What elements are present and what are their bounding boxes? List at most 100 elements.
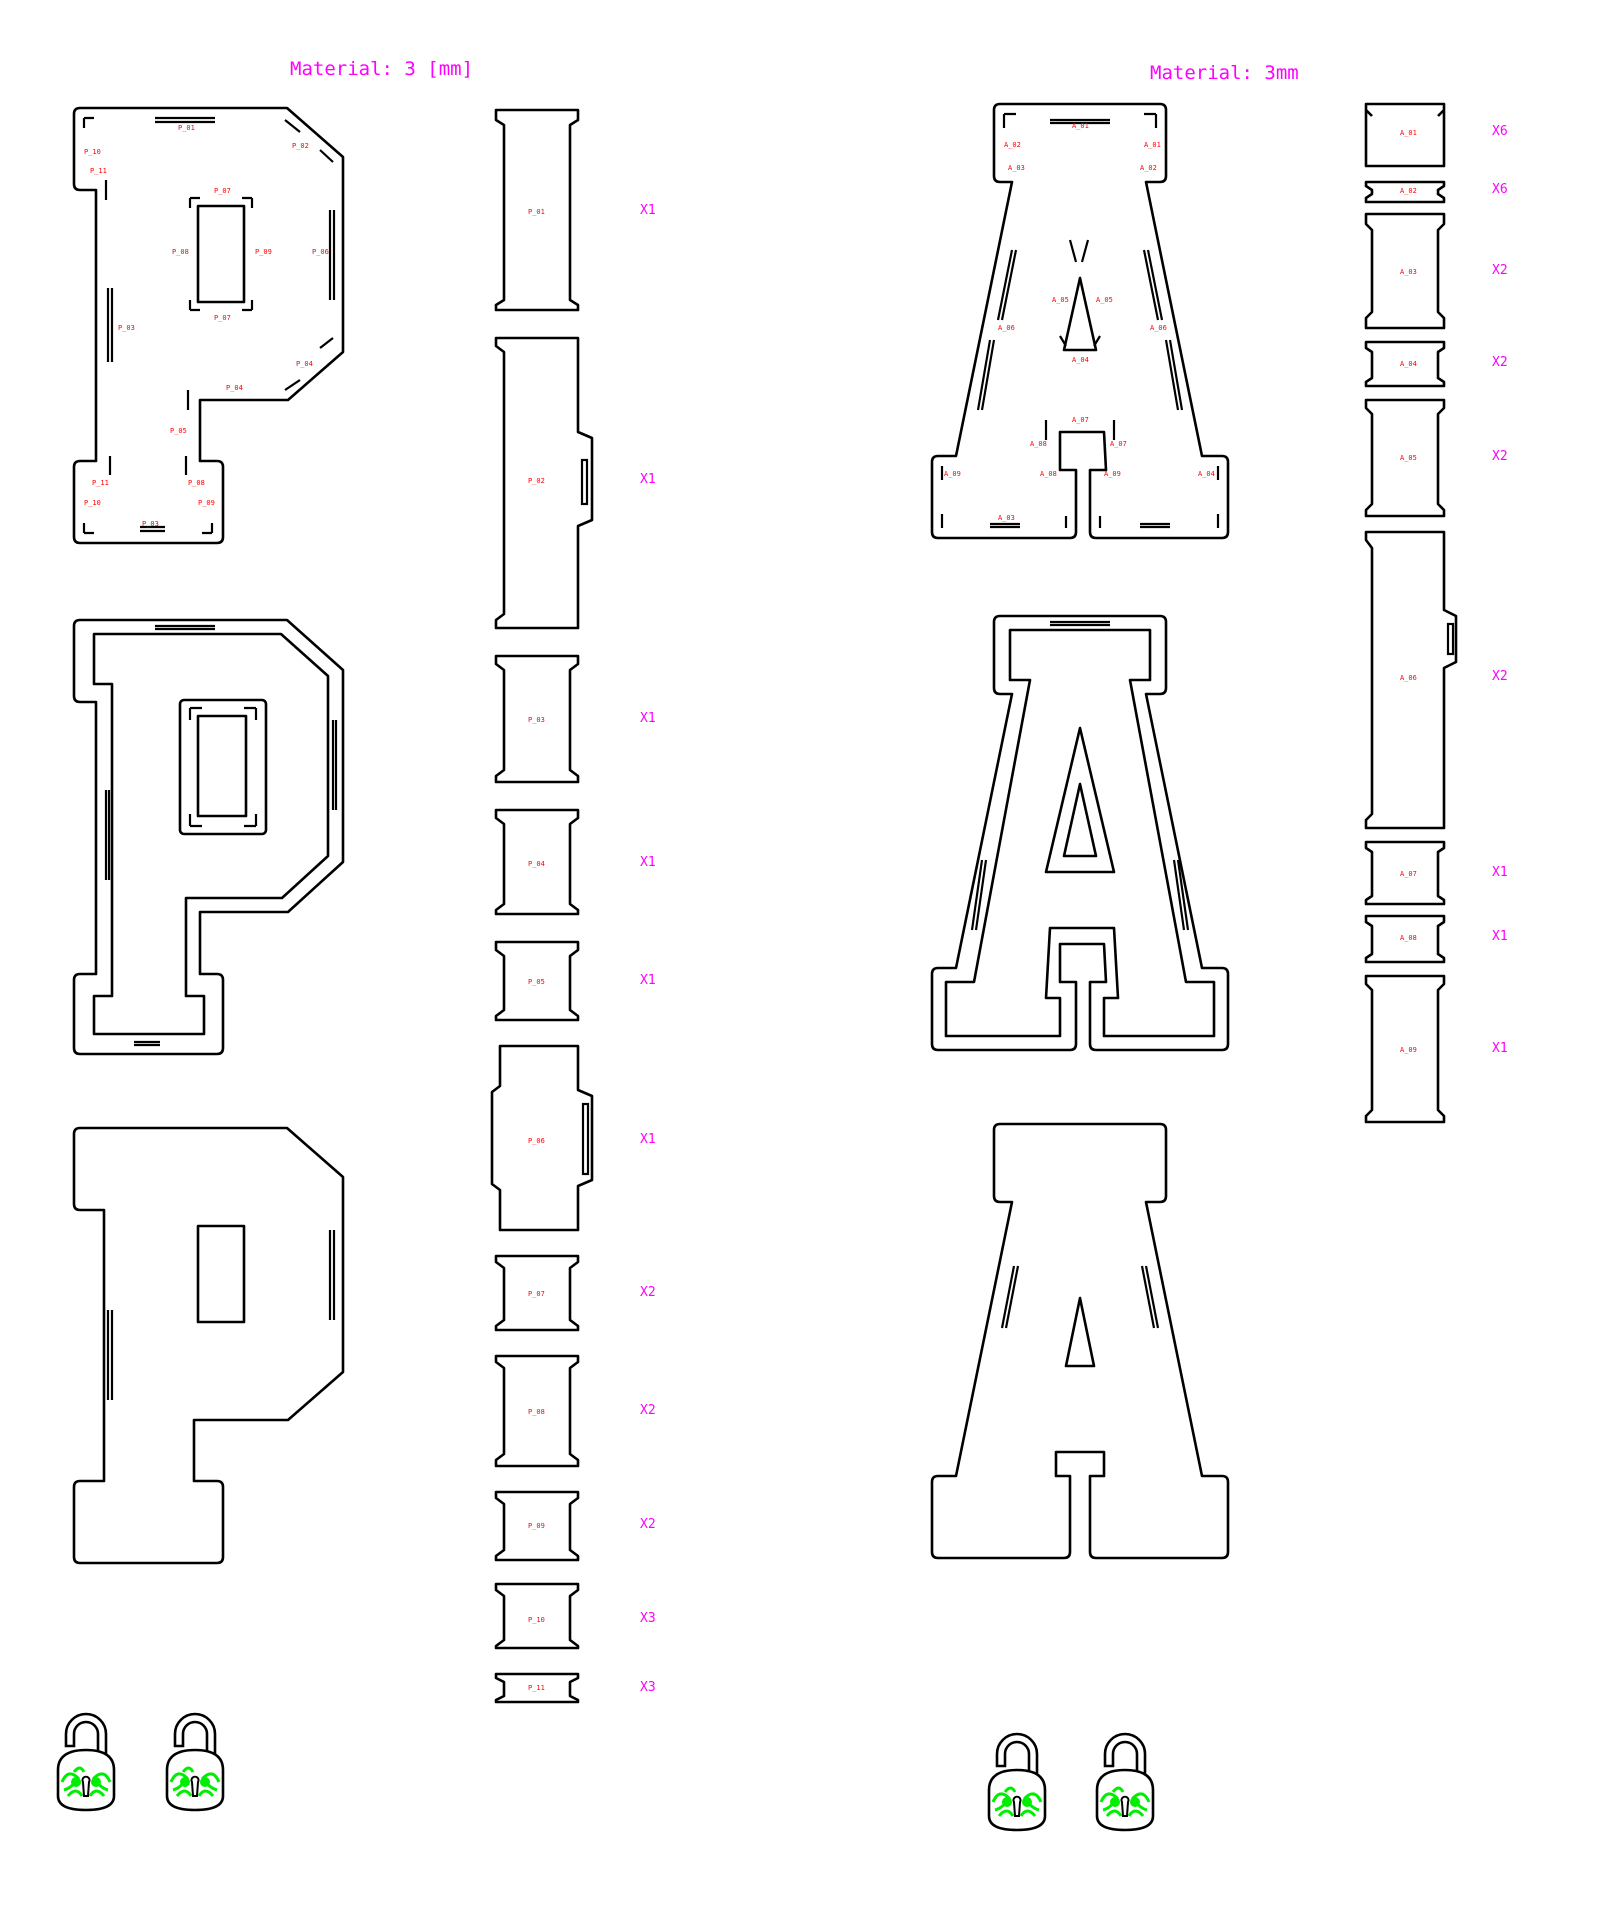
svg-text:P_11: P_11	[528, 1684, 545, 1692]
strip-p-03: P_03 X1	[494, 654, 656, 784]
svg-text:A_01: A_01	[1144, 141, 1161, 149]
strip-p-04: P_04 X1	[494, 808, 656, 916]
material-header-right: Material: 3mm	[1150, 62, 1299, 84]
strip-a-03: A_03 X2	[1364, 212, 1508, 330]
svg-text:A_07: A_07	[1072, 416, 1089, 424]
svg-text:P_11: P_11	[90, 167, 107, 175]
svg-text:A_09: A_09	[1104, 470, 1121, 478]
svg-text:P_01: P_01	[178, 124, 195, 132]
svg-text:P_02: P_02	[292, 142, 309, 150]
strip-p-02: P_02 X1	[494, 336, 656, 630]
svg-text:A_07: A_07	[1400, 870, 1417, 878]
svg-text:P_06: P_06	[312, 248, 329, 256]
qty-p-05: X1	[640, 973, 656, 988]
svg-text:A_08: A_08	[1040, 470, 1057, 478]
svg-text:A_08: A_08	[1030, 440, 1047, 448]
svg-text:A_06: A_06	[998, 324, 1015, 332]
svg-text:A_05: A_05	[1400, 454, 1417, 462]
svg-text:A_01: A_01	[1400, 129, 1417, 137]
svg-text:P_03: P_03	[528, 716, 545, 724]
qty-a-04: X2	[1492, 355, 1508, 370]
strip-p-06: P_06 X1	[490, 1044, 656, 1232]
svg-text:A_04: A_04	[1072, 356, 1089, 364]
svg-text:A_02: A_02	[1400, 187, 1417, 195]
qty-a-01: X6	[1492, 124, 1508, 139]
svg-text:P_04: P_04	[296, 360, 313, 368]
strip-p-11: P_11 X3	[494, 1672, 656, 1704]
svg-text:A_07: A_07	[1110, 440, 1127, 448]
svg-text:A_05: A_05	[1096, 296, 1113, 304]
letter-p-front-panel	[72, 106, 345, 545]
qty-a-08: X1	[1492, 929, 1508, 944]
material-header-left: Material: 3 [mm]	[290, 58, 473, 80]
p-strips-column: P_01 X1 P_02 X1 P_03 X1 P_04 X1 P_05 X1	[490, 108, 656, 1704]
qty-a-02: X6	[1492, 182, 1508, 197]
qty-p-07: X2	[640, 1285, 656, 1300]
svg-text:P_09: P_09	[198, 499, 215, 507]
svg-text:A_03: A_03	[1008, 164, 1025, 172]
letter-p-front-labels: P_01 P_10 P_11 P_07 P_02 P_08 P_09 P_06 …	[84, 124, 329, 528]
strip-a-07: A_07 X1	[1364, 840, 1508, 906]
strip-a-05: A_05 X2	[1364, 398, 1508, 518]
strip-p-05: P_05 X1	[494, 940, 656, 1022]
svg-text:A_02: A_02	[1004, 141, 1021, 149]
strip-a-02: A_02 X6	[1364, 180, 1508, 204]
strip-p-01: P_01 X1	[494, 108, 656, 312]
strip-a-08: A_08 X1	[1364, 914, 1508, 964]
qty-p-11: X3	[640, 1680, 656, 1695]
svg-text:P_10: P_10	[528, 1616, 545, 1624]
svg-text:A_08: A_08	[1400, 934, 1417, 942]
svg-text:A_06: A_06	[1150, 324, 1167, 332]
svg-text:P_07: P_07	[528, 1290, 545, 1298]
qty-a-06: X2	[1492, 669, 1508, 684]
qty-p-04: X1	[640, 855, 656, 870]
svg-text:P_06: P_06	[528, 1137, 545, 1145]
svg-text:P_04: P_04	[528, 860, 545, 868]
qty-a-09: X1	[1492, 1041, 1508, 1056]
svg-text:P_08: P_08	[528, 1408, 545, 1416]
padlock-left-1	[56, 1712, 116, 1812]
letter-a-middle-frame	[930, 614, 1230, 1052]
qty-a-05: X2	[1492, 449, 1508, 464]
letter-a-front-labels: A_01 A_02 A_01 A_03 A_02 A_05 A_05 A_06 …	[944, 122, 1215, 522]
svg-text:A_06: A_06	[1400, 674, 1417, 682]
a-strips-column: A_01 X6 A_02 X6 A_03 X2 A_04 X2 A_05 X2 …	[1364, 102, 1508, 1124]
padlock-right-2	[1095, 1732, 1155, 1832]
padlock-right-1	[987, 1732, 1047, 1832]
svg-text:P_03: P_03	[142, 520, 159, 528]
svg-text:A_03: A_03	[998, 514, 1015, 522]
strip-a-01: A_01 X6	[1364, 102, 1508, 168]
qty-p-10: X3	[640, 1611, 656, 1626]
padlock-left-2	[165, 1712, 225, 1812]
qty-a-07: X1	[1492, 865, 1508, 880]
svg-text:P_03: P_03	[118, 324, 135, 332]
qty-p-01: X1	[640, 203, 656, 218]
svg-text:P_08: P_08	[188, 479, 205, 487]
svg-text:P_01: P_01	[528, 208, 545, 216]
strip-p-09: P_09 X2	[494, 1490, 656, 1562]
svg-text:A_09: A_09	[1400, 1046, 1417, 1054]
svg-text:A_02: A_02	[1140, 164, 1157, 172]
strip-p-08: P_08 X2	[494, 1354, 656, 1468]
qty-p-08: X2	[640, 1403, 656, 1418]
svg-text:A_04: A_04	[1198, 470, 1215, 478]
qty-p-09: X2	[640, 1517, 656, 1532]
svg-text:P_10: P_10	[84, 148, 101, 156]
svg-text:P_09: P_09	[255, 248, 272, 256]
svg-text:P_08: P_08	[172, 248, 189, 256]
strip-a-09: A_09 X1	[1364, 974, 1508, 1124]
strip-a-06: A_06 X2	[1364, 530, 1508, 830]
qty-a-03: X2	[1492, 263, 1508, 278]
strip-p-10: P_10 X3	[494, 1582, 656, 1650]
letter-p-back-panel	[72, 1126, 345, 1565]
svg-text:P_09: P_09	[528, 1522, 545, 1530]
svg-text:P_10: P_10	[84, 499, 101, 507]
strip-p-07: P_07 X2	[494, 1254, 656, 1332]
svg-text:A_05: A_05	[1052, 296, 1069, 304]
svg-text:A_04: A_04	[1400, 360, 1417, 368]
qty-p-06: X1	[640, 1132, 656, 1147]
qty-p-03: X1	[640, 711, 656, 726]
svg-text:A_03: A_03	[1400, 268, 1417, 276]
svg-text:P_05: P_05	[528, 978, 545, 986]
